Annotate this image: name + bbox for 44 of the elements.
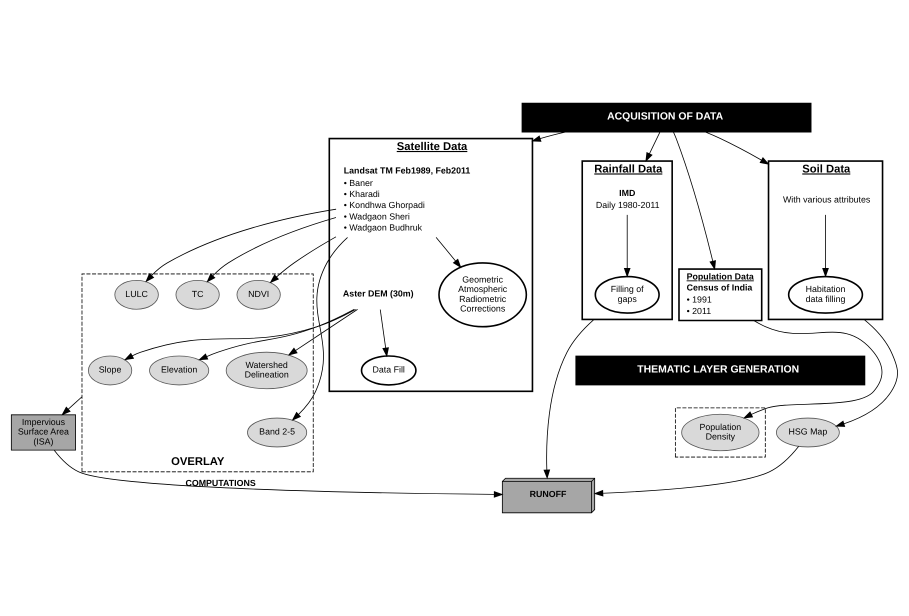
node-text: Landsat TM Feb1989, Feb2011 • Baner • Kharadi • Kondhwa Ghorpadi • Wadgaon Sheri • Wadgaon Budhruk bbox=[344, 166, 470, 233]
node-ellipse: Population Density bbox=[681, 414, 760, 452]
arrow bbox=[145, 208, 336, 282]
arrow bbox=[436, 236, 462, 268]
node-ellipse: Data Fill bbox=[360, 355, 417, 386]
arrow bbox=[61, 396, 82, 416]
arrow bbox=[835, 319, 898, 427]
arrow bbox=[206, 217, 336, 283]
cluster bbox=[674, 408, 766, 458]
arrow bbox=[594, 446, 800, 497]
node-ellipse: HSG Map bbox=[776, 418, 840, 448]
arrow bbox=[198, 308, 355, 360]
arrow bbox=[705, 132, 770, 165]
node-ellipse: TC bbox=[176, 280, 220, 310]
arrow bbox=[288, 308, 358, 356]
node-box: THEMATIC LAYER GENERATION bbox=[575, 356, 866, 386]
node-text: Aster DEM (30m) bbox=[342, 288, 414, 298]
node-ellipse: NDVI bbox=[236, 280, 281, 310]
arrow bbox=[742, 320, 882, 418]
node-ellipse: Watershed Delineation bbox=[226, 352, 308, 390]
node-ellipse: Slope bbox=[88, 356, 132, 386]
node-ellipse: Filling of gaps bbox=[594, 276, 660, 314]
arrow bbox=[645, 132, 660, 162]
node-text: IMD Daily 1980-2011 bbox=[596, 188, 660, 210]
node-box: Population Data Census of India • 1991 • 2011 bbox=[678, 268, 762, 322]
node-box: ACQUISITION OF DATA bbox=[522, 102, 812, 133]
arrow bbox=[531, 132, 566, 142]
arrow bbox=[673, 132, 716, 270]
arrow bbox=[543, 319, 594, 480]
node-box: Impervious Surface Area (ISA) bbox=[10, 414, 76, 451]
arrow bbox=[54, 450, 504, 498]
arrow bbox=[124, 308, 356, 360]
arrow bbox=[380, 309, 389, 358]
node-ellipse: LULC bbox=[114, 280, 159, 310]
node-ellipse: Band 2-5 bbox=[247, 418, 308, 448]
node-ellipse: Elevation bbox=[149, 356, 210, 386]
edge-label: COMPUTATIONS bbox=[185, 478, 256, 488]
arrow bbox=[292, 237, 348, 421]
arrow bbox=[822, 214, 829, 278]
node-ellipse: Habitation data filling bbox=[788, 276, 864, 314]
arrow bbox=[270, 236, 336, 284]
node-text: With various attributes bbox=[782, 194, 870, 205]
node-ellipse: Geometric Atmospheric Radiometric Corrections bbox=[438, 262, 528, 328]
arrow bbox=[624, 214, 631, 278]
